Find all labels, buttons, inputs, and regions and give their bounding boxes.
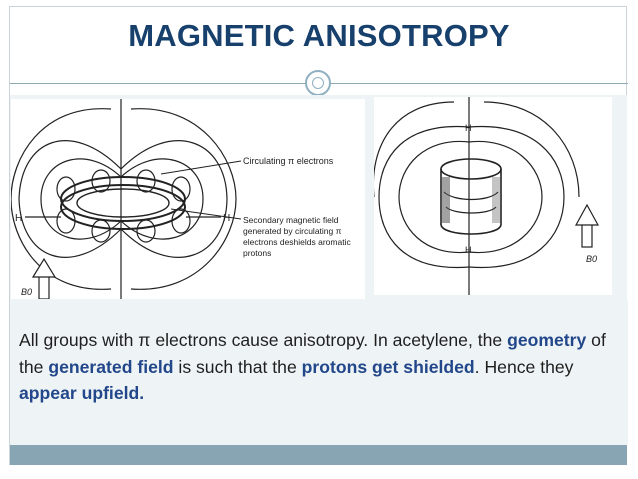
benzene-figure-svg: H H B0 Circulating π electrons Secondary… <box>11 99 365 299</box>
acetylene-figure-svg: H H B0 <box>374 97 612 295</box>
field-line <box>469 127 564 268</box>
b0-label-right: B0 <box>586 254 597 264</box>
h-label-top: H <box>465 123 472 133</box>
p-orbital-lobe <box>172 177 190 201</box>
field-line <box>469 141 542 252</box>
h-label-left: H <box>15 213 22 224</box>
p-orbital-lobe <box>57 209 75 233</box>
b0-arrow-right <box>576 205 598 247</box>
field-line <box>399 141 469 252</box>
p-orbital-lobe <box>92 170 110 192</box>
label-circulating-electrons: Circulating π electrons <box>243 156 334 166</box>
keyword-generated-field: generated field <box>48 357 173 377</box>
b0-arrow-left <box>33 259 55 299</box>
keyword-protons-shielded: protons get shielded <box>302 357 475 377</box>
label-secondary-field-2: generated by circulating π <box>243 226 342 236</box>
cylinder-bottom <box>441 225 501 234</box>
keyword-appear-upfield: appear upfield. <box>19 383 144 403</box>
ring-inner <box>77 189 169 217</box>
label-secondary-field-1: Secondary magnetic field <box>243 215 339 225</box>
p-orbital-lobe <box>137 220 155 242</box>
label-secondary-field-4: protons <box>243 248 271 258</box>
cylinder-ring-current <box>444 192 498 200</box>
acetylene-cylinder-figure: H H B0 <box>374 97 612 295</box>
para-text-4: . Hence they <box>475 357 574 377</box>
h-label-right: H <box>223 213 230 224</box>
body-paragraph: All groups with π electrons cause anisot… <box>19 327 619 407</box>
slide-title: MAGNETIC ANISOTROPY <box>0 18 638 54</box>
divider-ring-ornament <box>305 70 331 96</box>
keyword-geometry: geometry <box>507 330 586 350</box>
label-secondary-field-3: electrons deshields aromatic <box>243 237 351 247</box>
divider-ring-inner <box>312 77 324 89</box>
field-line <box>379 127 469 268</box>
field-line <box>11 109 111 199</box>
benzene-ring-current-figure: H H B0 Circulating π electrons Secondary… <box>11 99 365 299</box>
h-label-bottom: H <box>465 245 472 255</box>
field-line <box>121 159 203 239</box>
p-orbital-lobe <box>172 209 190 233</box>
field-line <box>11 199 111 289</box>
p-orbital-lobe <box>137 170 155 192</box>
para-text-3: is such that the <box>174 357 302 377</box>
cylinder-ring-current <box>446 207 496 213</box>
footer-band <box>10 445 627 465</box>
field-line <box>121 141 227 258</box>
cylinder-top <box>441 159 501 179</box>
field-line <box>131 109 236 199</box>
b0-label-left: B0 <box>21 287 32 297</box>
para-text-1: All groups with π electrons cause anisot… <box>19 330 507 350</box>
